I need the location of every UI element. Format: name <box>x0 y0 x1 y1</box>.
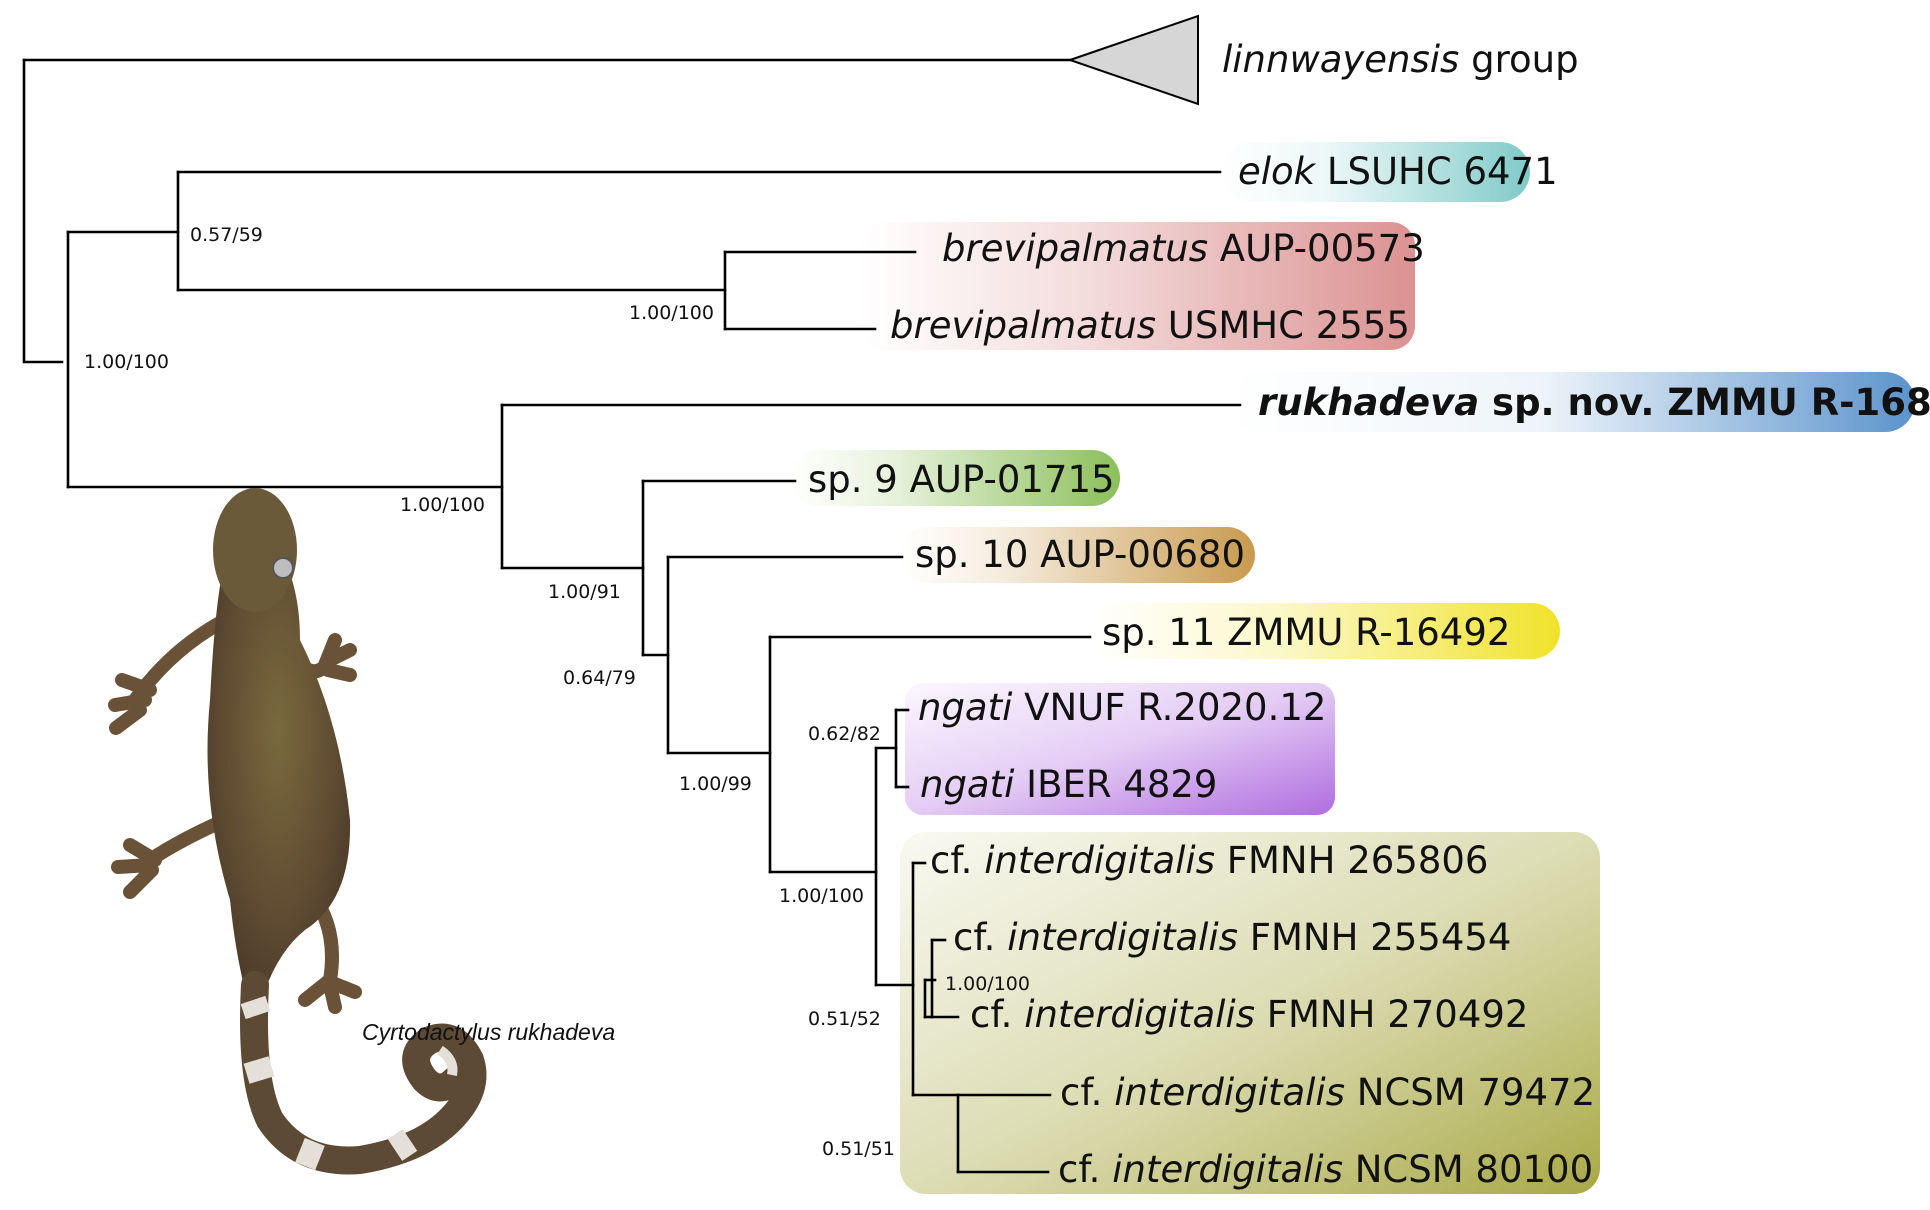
support-value: 1.00/91 <box>548 581 621 603</box>
support-value: 1.00/99 <box>679 773 752 795</box>
support-value: 0.51/52 <box>808 1008 881 1030</box>
tip-label: sp. 11 ZMMU R-16492 <box>1102 611 1510 654</box>
support-value: 1.00/100 <box>400 494 485 516</box>
tip-label: brevipalmatus USMHC 2555 <box>890 304 1410 347</box>
highlight-brevipalmatus <box>860 222 1415 350</box>
highlight-sp10 <box>900 527 1255 583</box>
support-value: 1.00/100 <box>629 302 714 324</box>
highlight-sp11 <box>1090 603 1560 659</box>
support-values: 0.57/59 1.00/100 1.00/100 1.00/100 1.00/… <box>84 224 1030 1160</box>
support-value: 0.57/59 <box>190 224 263 246</box>
tip-label-new-species: rukhadeva sp. nov. ZMMU R-16851 <box>1258 381 1930 424</box>
tip-label: cf. interdigitalis NCSM 80100 <box>1058 1148 1593 1191</box>
tip-label: sp. 10 AUP-00680 <box>915 533 1245 576</box>
tip-label: linnwayensis group <box>1222 38 1579 81</box>
support-value: 1.00/100 <box>84 351 169 373</box>
highlight-sp9 <box>790 450 1120 506</box>
tip-label: cf. interdigitalis FMNH 270492 <box>970 993 1528 1036</box>
highlight-elok <box>1220 142 1530 202</box>
clade-highlights <box>790 142 1915 1194</box>
tip-label: brevipalmatus AUP-00573 <box>942 227 1425 270</box>
support-value: 0.62/82 <box>808 723 881 745</box>
tip-label: sp. 9 AUP-01715 <box>808 458 1115 501</box>
highlight-ngati <box>905 683 1335 815</box>
tip-label: ngati VNUF R.2020.12 <box>918 686 1326 729</box>
collapsed-clade-triangle <box>1066 14 1199 106</box>
tip-label: cf. interdigitalis FMNH 265806 <box>930 839 1488 882</box>
support-value: 0.51/51 <box>822 1138 895 1160</box>
tip-labels: linnwayensis group elok LSUHC 6471 brevi… <box>808 38 1930 1191</box>
highlight-rukhadeva <box>1230 372 1915 432</box>
tip-label: elok LSUHC 6471 <box>1238 150 1558 193</box>
highlight-interdigitalis <box>900 832 1600 1194</box>
support-value: 0.64/79 <box>563 667 636 689</box>
gecko-illustration <box>108 488 487 1175</box>
tree-branches <box>22 58 1242 1174</box>
support-value: 1.00/100 <box>945 973 1030 995</box>
tip-label: ngati IBER 4829 <box>920 763 1217 806</box>
photo-caption: Cyrtodactylus rukhadeva <box>362 1019 615 1045</box>
support-value: 1.00/100 <box>779 885 864 907</box>
tip-label: cf. interdigitalis NCSM 79472 <box>1060 1071 1595 1114</box>
tip-label: cf. interdigitalis FMNH 255454 <box>953 916 1511 959</box>
